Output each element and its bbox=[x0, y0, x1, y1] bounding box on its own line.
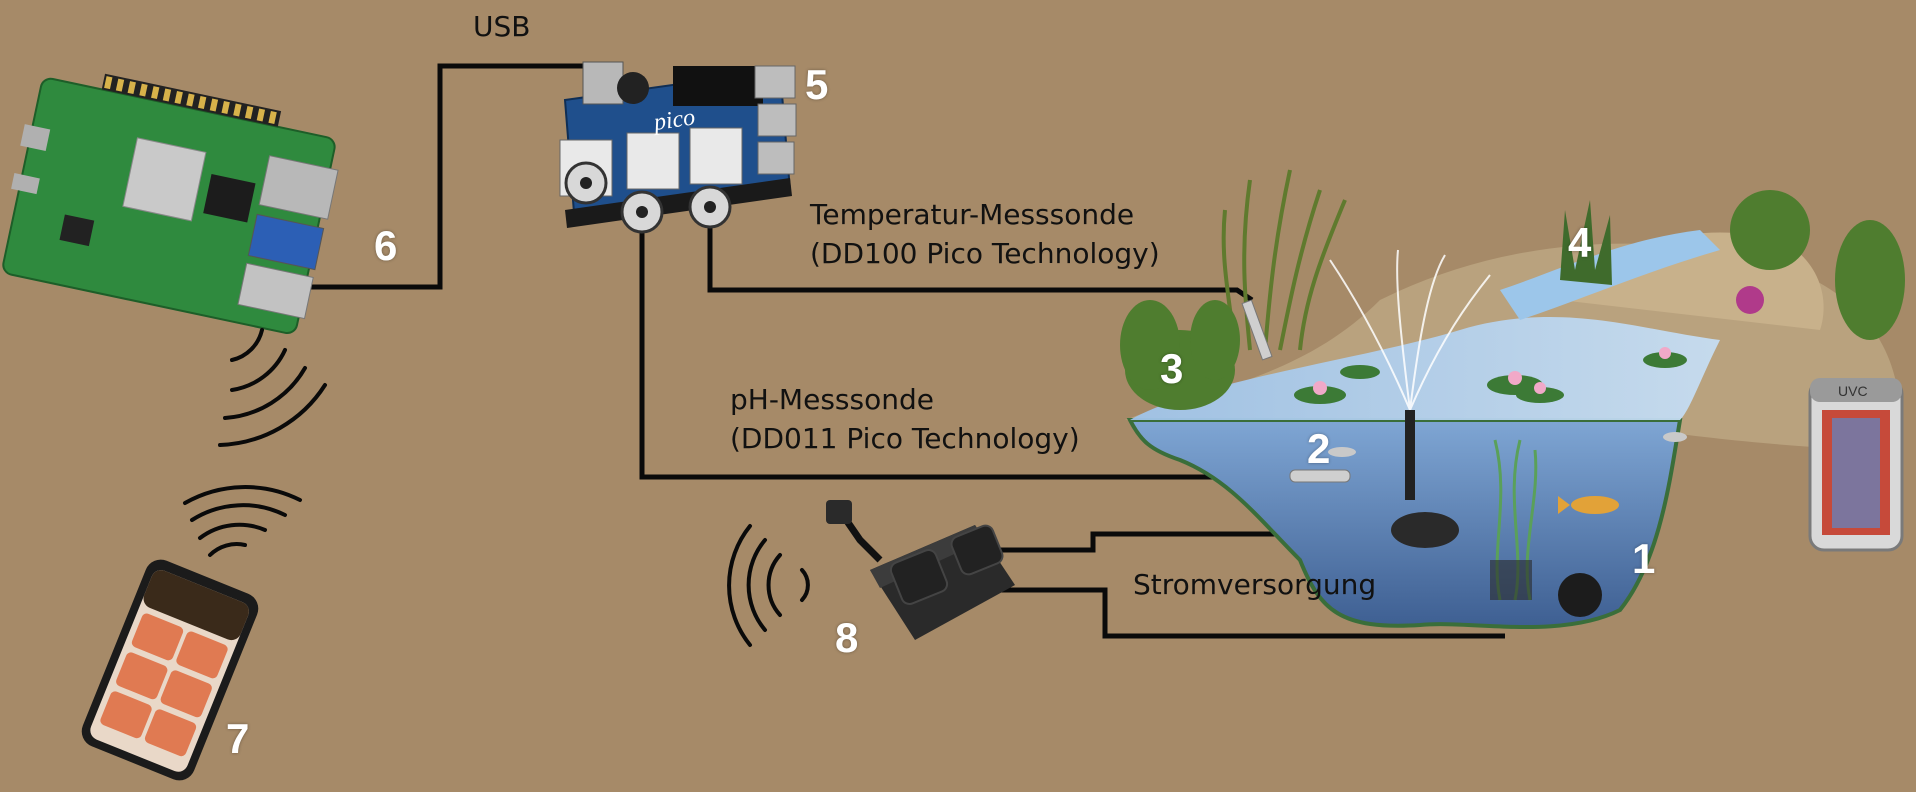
temperature-sensor-probe bbox=[1241, 299, 1273, 361]
marker-pump: 1 bbox=[1632, 535, 1656, 582]
smart-power-socket bbox=[826, 500, 1015, 640]
usb-label: USB bbox=[473, 10, 531, 43]
ph-probe-label-line2: (DD011 Pico Technology) bbox=[730, 422, 1080, 455]
marker-raspberry-pi: 6 bbox=[374, 222, 398, 269]
marker-ph-sensor: 2 bbox=[1307, 425, 1331, 472]
temperature-probe-label: Temperatur-Messsonde (DD100 Pico Technol… bbox=[810, 198, 1160, 271]
fish bbox=[1328, 432, 1687, 514]
pico-board-text: pico bbox=[650, 104, 697, 136]
temperature-probe-label-line2: (DD100 Pico Technology) bbox=[810, 237, 1160, 270]
ph-probe-label: pH-Messsonde (DD011 Pico Technology) bbox=[730, 383, 1080, 456]
filter-brand-text: UVC bbox=[1838, 383, 1868, 399]
garden-pond: UVC bbox=[1120, 169, 1905, 629]
pond-pump bbox=[1391, 512, 1602, 617]
bnc-connectors bbox=[559, 127, 743, 234]
fountain bbox=[1329, 249, 1491, 411]
ph-sensor-probe bbox=[1289, 469, 1351, 483]
power-socket-wifi-icon bbox=[727, 524, 810, 647]
pico-data-logger: pico bbox=[559, 61, 797, 234]
usb-cable bbox=[290, 63, 590, 290]
marker-smartphone: 7 bbox=[226, 715, 250, 762]
app-tiles bbox=[100, 613, 228, 757]
marker-plants-right: 4 bbox=[1568, 219, 1592, 266]
marker-power-socket: 8 bbox=[835, 614, 859, 661]
reeds-left bbox=[1221, 169, 1347, 351]
raspberry-pi-board bbox=[2, 73, 339, 335]
temperature-probe-label-line1: Temperatur-Messsonde bbox=[810, 198, 1135, 231]
power-cable-upper bbox=[975, 531, 1340, 553]
ph-probe-cable bbox=[639, 210, 1297, 480]
marker-plants-left: 3 bbox=[1160, 345, 1184, 392]
smartphone bbox=[81, 559, 259, 781]
smartphone-wifi-icon bbox=[183, 485, 302, 557]
lily-flowers bbox=[1313, 347, 1671, 395]
plants-right bbox=[1560, 190, 1905, 340]
marker-pico-logger: 5 bbox=[805, 61, 829, 108]
uvc-filter: UVC bbox=[1808, 378, 1904, 552]
plants-left bbox=[1120, 300, 1240, 410]
raspberry-pi-wifi-icon bbox=[218, 328, 327, 447]
power-supply-label: Stromversorgung bbox=[1133, 568, 1377, 601]
ph-probe-label-line1: pH-Messsonde bbox=[730, 383, 934, 416]
power-cable-lower bbox=[915, 587, 1505, 639]
